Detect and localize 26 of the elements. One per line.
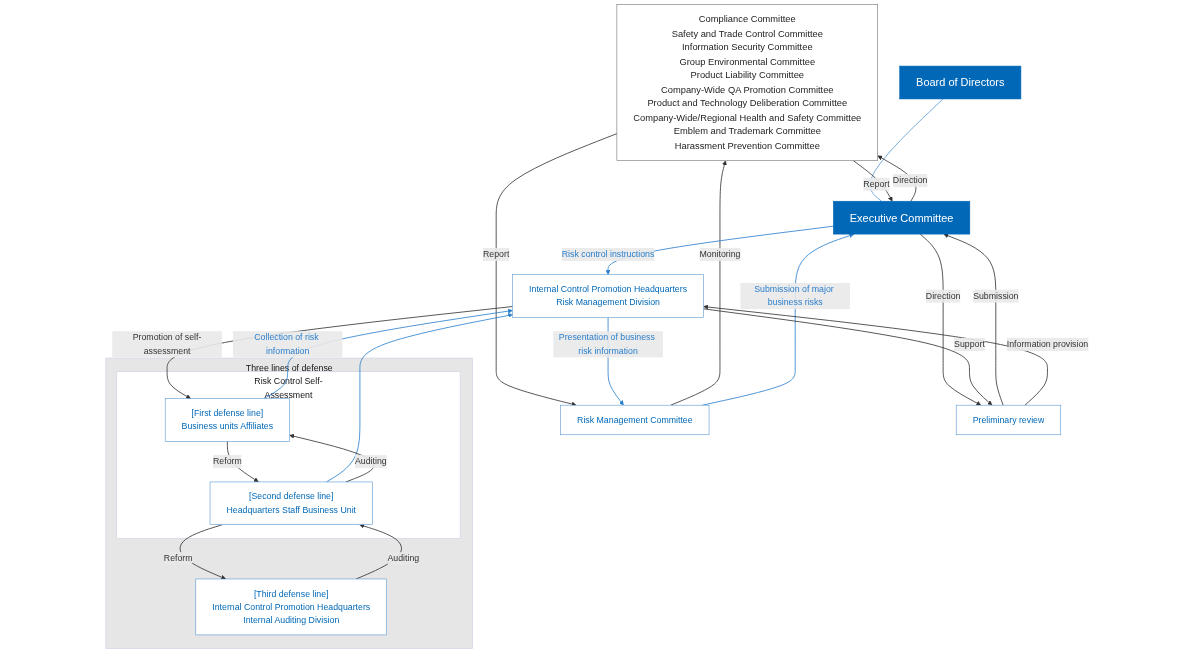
edge-label: Monitoring [699, 249, 741, 259]
edge-label: Promotion of self-assessment [132, 332, 202, 356]
edge-label: Risk control instructions [561, 249, 655, 259]
edge-label: Direction [925, 291, 961, 301]
edge-label: Report [863, 179, 890, 189]
node-box: Board of Directors [899, 65, 1022, 100]
edge-label: Reform [163, 553, 193, 564]
node-box: [First defense line] Business units Affiliates [164, 398, 290, 442]
edge-label: Auditing [387, 553, 420, 564]
node-box: Preliminary review [955, 404, 1062, 436]
node-box: Internal Control Promotion Headquarters Risk Management Division [512, 274, 704, 318]
edge-label: Presentation of business risk information [558, 332, 655, 356]
edge-label: Collection of risk information [254, 332, 319, 356]
node-box: Compliance Committee Safety and Trade Control Committee Information Security Committee Group Environmental Committee Product Liability Committee Company-Wide QA Promotion Committee Product and Technology Deliberation Committee Company-Wide/Regional Health and Safety Committee Emblem and Trademark Committee Harassment Prevention Committee [616, 4, 878, 161]
edge-label: Reform [212, 456, 242, 467]
node-box: [Third defense line] Internal Control Promotion Headquarters Internal Auditing Division [195, 578, 387, 636]
edge-label: Auditing [354, 456, 387, 466]
edge-label: Submission of major business risks [754, 284, 834, 308]
node-box: [Second defense line] Headquarters Staff Business Unit [209, 481, 373, 525]
node-box: Risk Management Committee [560, 404, 710, 436]
edge-label: Submission [973, 291, 1019, 301]
edge-label: Direction [892, 175, 928, 186]
edge-label: Report [483, 249, 510, 259]
edge-label: Support [954, 339, 985, 349]
edge-label: Information provision [1006, 339, 1089, 349]
node-box: Executive Committee [833, 200, 971, 235]
